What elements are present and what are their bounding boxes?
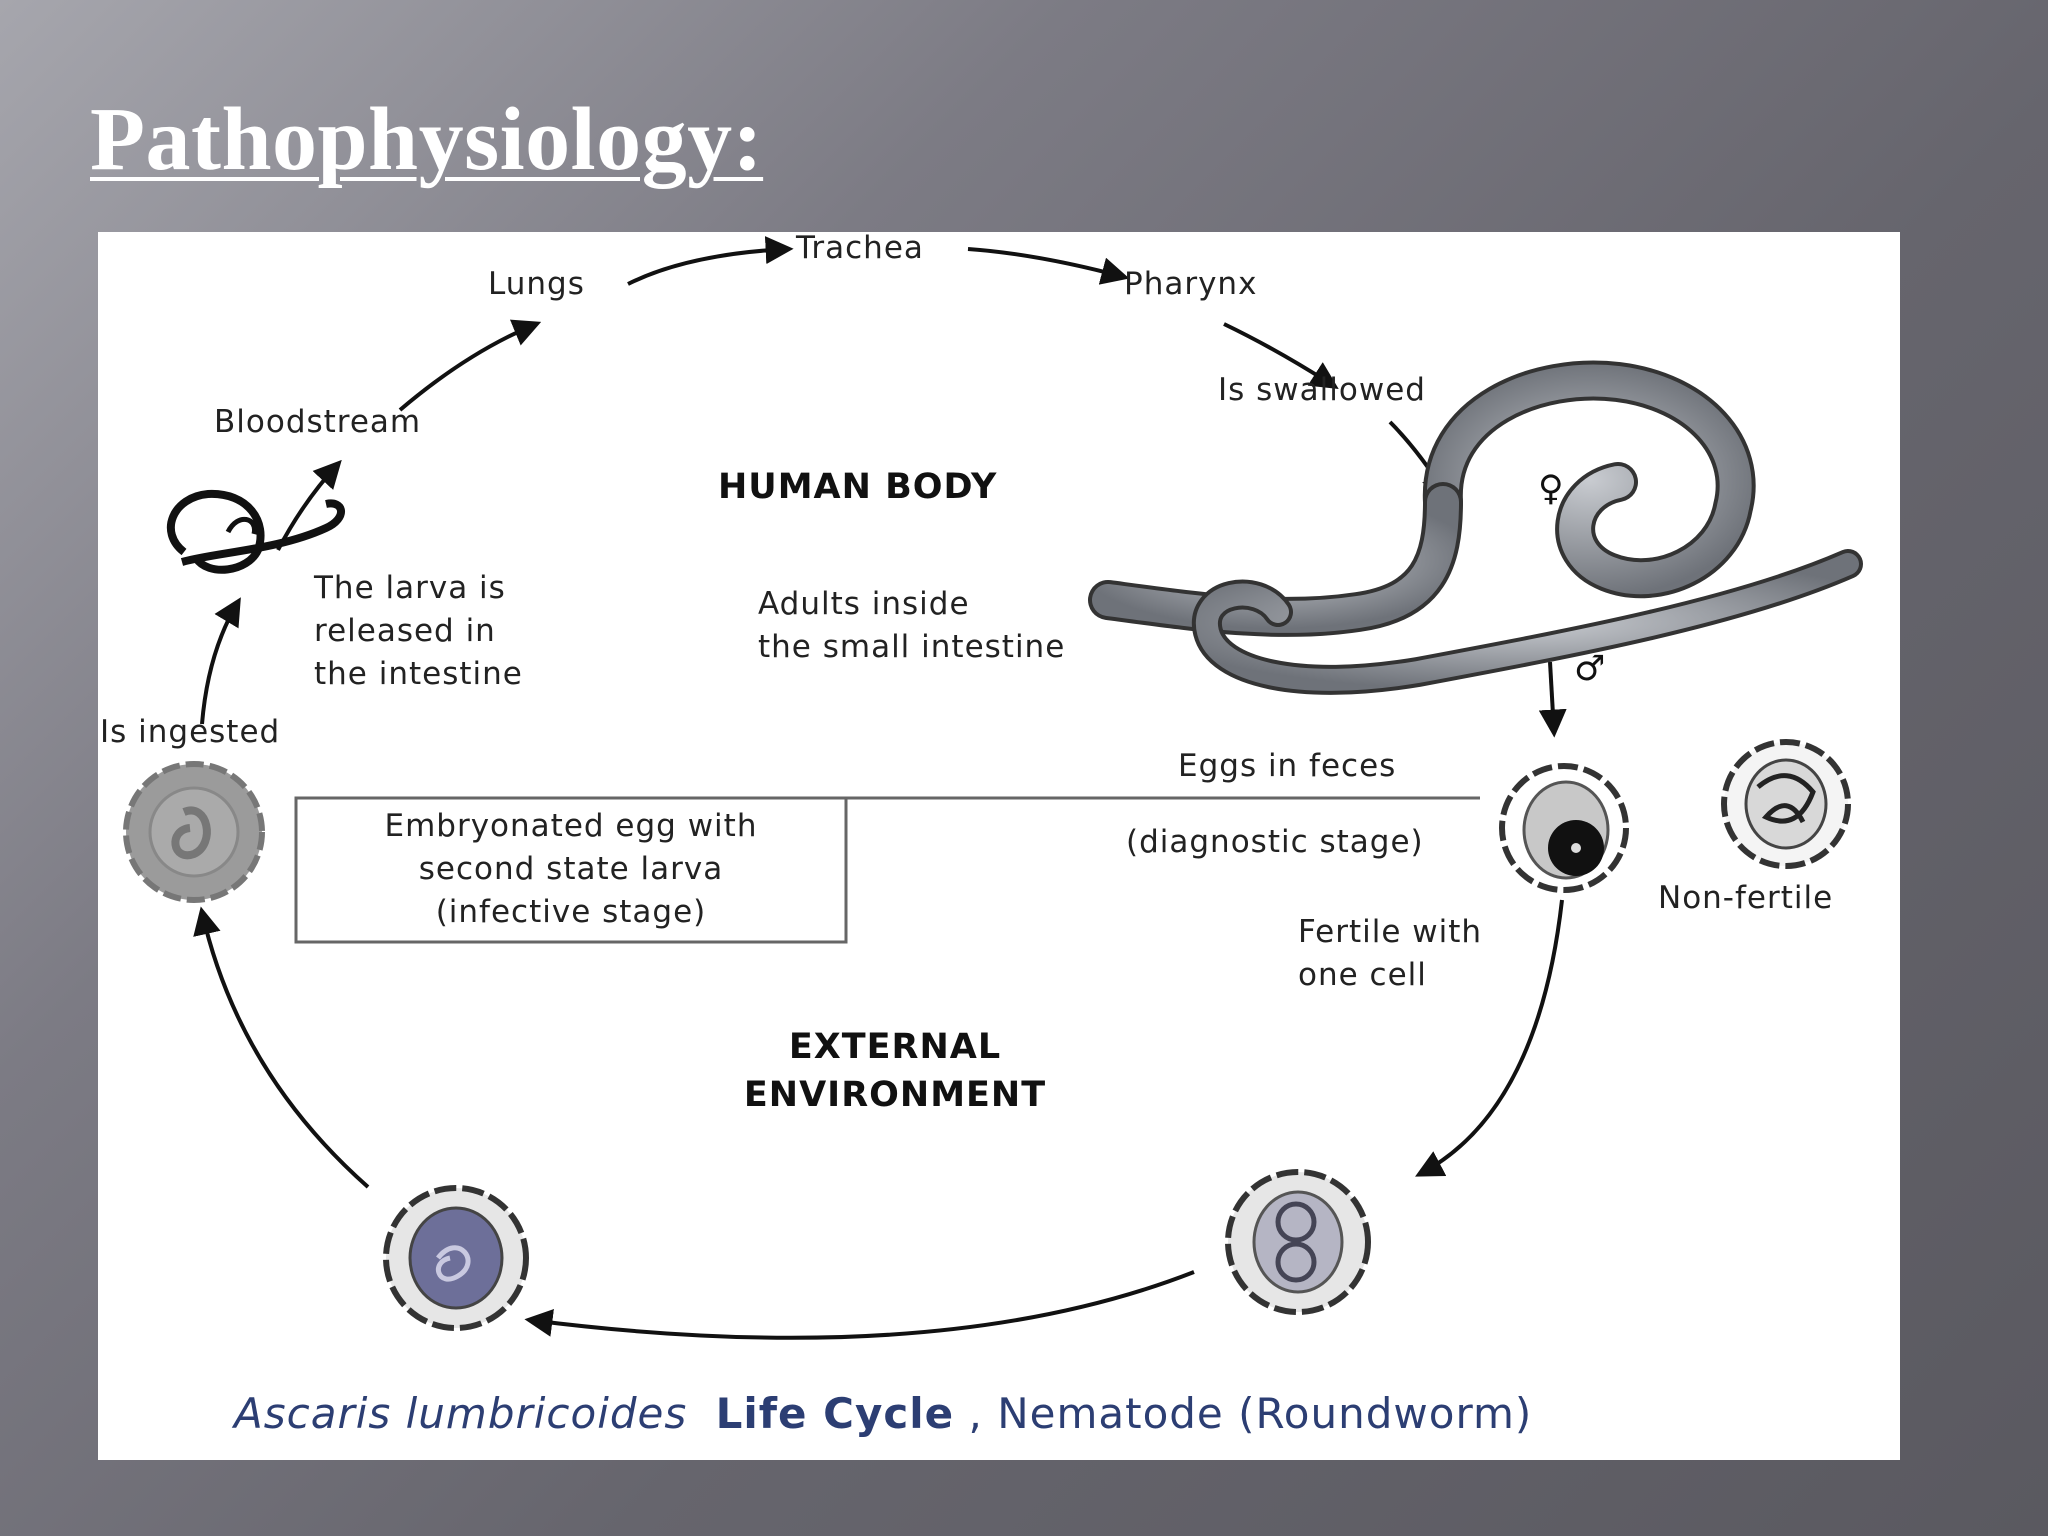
label-diagnostic-stage: (diagnostic stage)	[1126, 824, 1424, 860]
arrow-lungs-to-trachea	[627, 236, 794, 286]
label-non-fertile: Non-fertile	[1658, 880, 1833, 916]
slide-title: Pathophysiology:	[90, 90, 764, 189]
male-worm-inner	[1195, 553, 1859, 691]
diagram-caption: Ascaris lumbricoides Life Cycle , Nemato…	[231, 1389, 1532, 1438]
female-worm-body-inner	[1092, 486, 1459, 633]
arrow-ingested-to-larva	[200, 597, 241, 725]
label-eggs-in-feces: Eggs in feces	[1178, 748, 1396, 784]
arrow-pharynx-to-swallowed	[1223, 322, 1339, 390]
adult-worms-illustration	[1088, 360, 1863, 695]
label-adults-2: the small intestine	[758, 629, 1065, 665]
label-trachea: Trachea	[795, 232, 924, 266]
label-embryonated-2: second state larva	[419, 851, 724, 887]
infective-egg-illustration	[123, 761, 265, 903]
arrow-bloodstream-to-lungs	[398, 319, 542, 412]
label-external-2: ENVIRONMENT	[744, 1075, 1046, 1115]
infective-stage-box	[294, 796, 848, 944]
label-fertile-1: Fertile with	[1298, 914, 1482, 950]
label-fertile-2: one cell	[1298, 957, 1427, 993]
label-larva-1: The larva is	[313, 570, 506, 606]
label-lungs: Lungs	[488, 266, 585, 302]
label-pharynx: Pharynx	[1124, 266, 1257, 302]
label-is-swallowed: Is swallowed	[1218, 372, 1426, 408]
label-is-ingested: Is ingested	[100, 714, 280, 750]
label-bloodstream: Bloodstream	[214, 404, 421, 440]
label-larva-3: the intestine	[314, 656, 523, 692]
caption-rest: , Nematode (Roundworm)	[969, 1389, 1533, 1438]
female-symbol: ♀	[1538, 469, 1565, 509]
female-worm-inner	[1426, 364, 1752, 595]
label-external-1: EXTERNAL	[789, 1027, 1001, 1067]
life-cycle-diagram: ♀ ♂ Trachea Lungs	[98, 232, 1900, 1460]
label-embryonated-3: (infective stage)	[436, 894, 707, 930]
label-adults-1: Adults inside	[758, 586, 970, 622]
arrow-to-infective-egg	[193, 906, 370, 1189]
caption-species: Ascaris lumbricoides	[231, 1389, 687, 1438]
caption-life-cycle: Life Cycle	[716, 1389, 955, 1438]
arrow-worms-to-egg	[1538, 661, 1567, 738]
label-embryonated-1: Embryonated egg with	[385, 808, 758, 844]
two-cell-egg-illustration	[1225, 1169, 1371, 1315]
male-symbol: ♂	[1574, 649, 1606, 689]
embryonating-egg-illustration	[383, 1185, 529, 1331]
non-fertile-egg-illustration	[1721, 739, 1851, 869]
hatching-larva-illustration	[166, 489, 345, 574]
fertile-egg-illustration	[1499, 763, 1629, 893]
arrow-trachea-to-pharynx	[967, 247, 1130, 285]
arrow-egg-to-fertile	[1415, 899, 1564, 1177]
life-cycle-svg: ♀ ♂ Trachea Lungs	[100, 232, 1863, 1438]
arrow-bottom	[524, 1270, 1195, 1340]
cycle-arrows	[193, 236, 1567, 1340]
label-human-body: HUMAN BODY	[718, 467, 997, 507]
label-larva-2: released in	[314, 613, 496, 649]
